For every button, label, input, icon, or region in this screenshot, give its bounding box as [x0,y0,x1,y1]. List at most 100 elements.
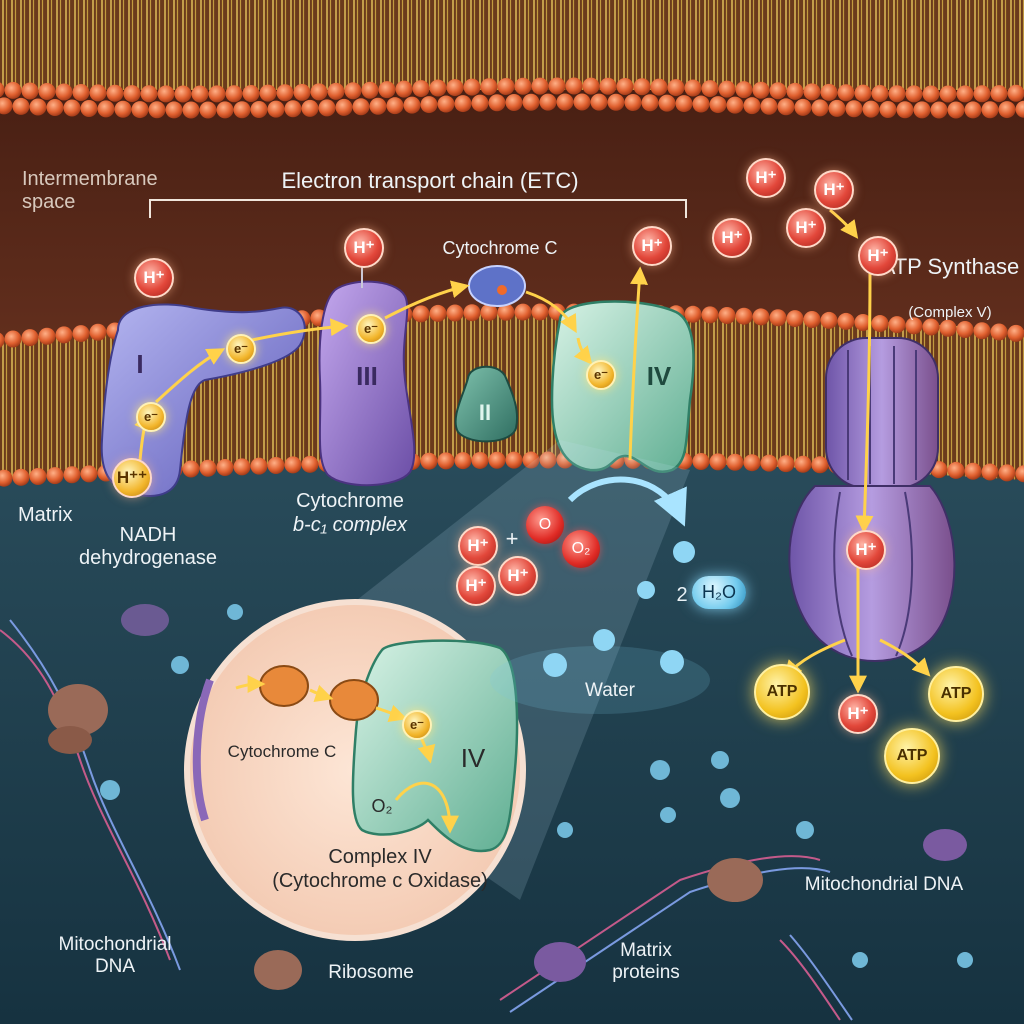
lipid-head [624,93,642,111]
lipid-head [199,459,217,477]
lipid-head [837,312,855,330]
lipid-head [556,93,574,111]
lipid-head [378,81,396,99]
lipid-head [0,469,13,487]
lipid-head [854,313,872,331]
lipid-head [208,85,226,103]
lipid-head [114,100,132,118]
complex-i-label: I [136,349,144,379]
lipid-head [905,85,923,103]
electron-3: e⁻ [356,314,386,344]
lipid-head [786,82,804,100]
proton-ims-2: H⁺ [344,228,384,268]
lipid-head [599,77,617,95]
lipid-head [97,100,115,118]
atp-right: ATP [928,666,984,722]
lipid-head [522,451,540,469]
lipid-head [888,85,906,103]
lipid-head [327,82,345,100]
lipid-head [301,99,319,117]
lipid-head [573,93,591,111]
lipid-head [803,310,821,328]
lipid-head [548,77,566,95]
lipid-head [998,101,1016,119]
inset-o2-label: O₂ [371,796,393,816]
lipid-head [471,94,489,112]
complex-iv [550,300,695,473]
lipid-head [531,77,549,95]
lipid-head [973,85,991,103]
lipid-head [854,84,872,102]
proton-ims-6: H⁺ [786,208,826,248]
lipid-head [80,465,98,483]
lipid-head [361,81,379,99]
lipid-head [582,77,600,95]
water-molecule: H₂O [692,576,746,609]
lipid-head [140,85,158,103]
lipid-head [973,322,991,340]
lipid-head [718,307,736,325]
lipid-head [514,77,532,95]
lipid-head [769,309,787,327]
inset-complex-iv-label-line2: (Cytochrome c Oxidase) [272,870,488,892]
lipid-head [896,101,914,119]
lipid-head [89,323,107,341]
lipid-head [429,79,447,97]
lipid-head [412,80,430,98]
lipid-head [446,79,464,97]
complex-iv-label: IV [646,361,672,391]
lipid-head [675,95,693,113]
lipid-head [769,82,787,100]
lipid-head [420,96,438,114]
lipid-head [956,85,974,103]
lipid-head [939,85,957,103]
lipid-head [488,451,506,469]
lipid-head [38,327,56,345]
lipid-head [437,452,455,470]
matrix-proteins-label: Matrix proteins [612,940,680,983]
matrix-label: Matrix [18,504,73,526]
lipid-head [395,80,413,98]
lipid-head [981,101,999,119]
plus-sign: + [505,526,519,551]
lipid-head [845,100,863,118]
lipid-head [216,101,234,119]
lipid-head [820,83,838,101]
lipid-head [29,467,47,485]
lipid-head [1015,100,1024,118]
lipid-head [607,93,625,111]
lipid-head [956,320,974,338]
lipid-head [242,84,260,102]
lipid-head [497,77,515,95]
cyt-bc1-label-line1: Cytochrome [296,490,404,512]
lipid-head [888,316,906,334]
lipid-head [233,101,251,119]
lipid-head [590,93,608,111]
lipid-head [760,454,778,472]
lipid-head [905,317,923,335]
lipid-head [216,459,234,477]
lipid-head [80,99,98,117]
inset-complex-iv-roman: IV [460,743,486,773]
etc-bracket [149,199,687,218]
lipid-head [531,303,549,321]
atp-synthase-sublabel: (Complex V) [908,304,992,321]
proton-ims-5: H⁺ [746,158,786,198]
oxygen-atom: O [526,506,564,544]
water-count: 2 [676,584,688,606]
lipid-head [12,97,30,115]
lipid-head [820,311,838,329]
proton-ims-7: H⁺ [814,170,854,210]
inset-cyt-c-2 [329,679,379,721]
lipid-head [55,83,73,101]
lipid-head [539,451,557,469]
lipid-head [131,101,149,119]
lipid-head [123,85,141,103]
lipid-head [463,78,481,96]
lipid-head [743,97,761,115]
proton-ims-4: H⁺ [712,218,752,258]
lipid-head [344,82,362,100]
lipid-head [1007,84,1024,102]
lipid-head [12,468,30,486]
cyt-bc1-label-line2: b-c₁ complex [292,514,408,536]
